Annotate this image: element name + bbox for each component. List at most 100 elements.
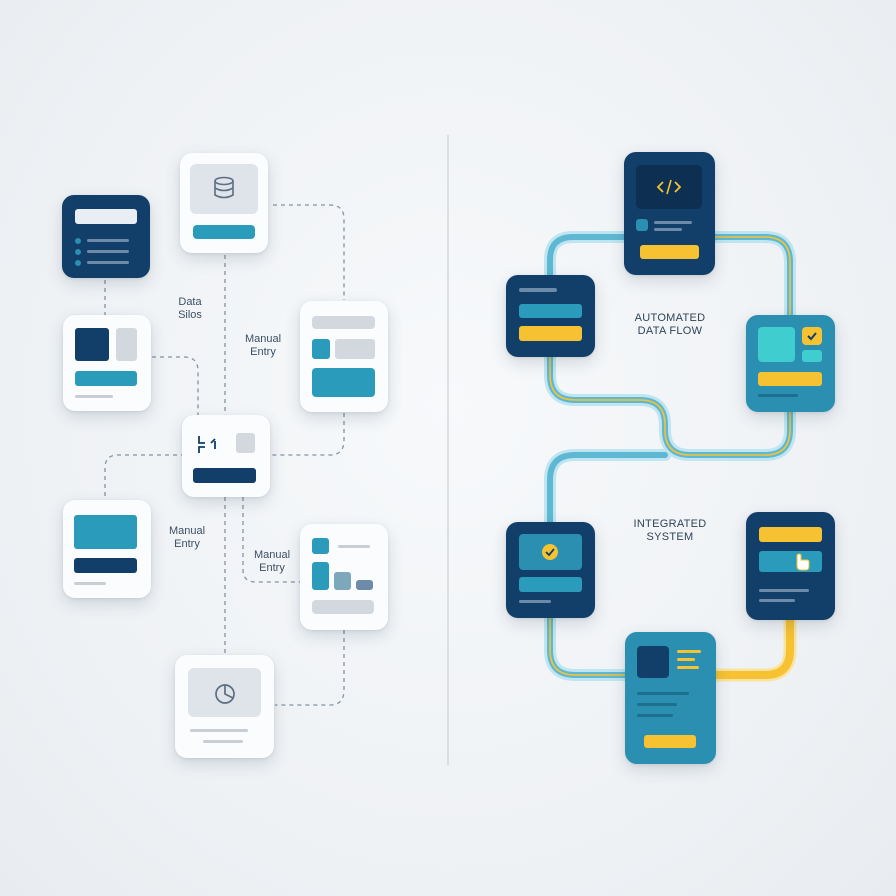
text-line (759, 589, 809, 592)
navy-bar (74, 558, 137, 573)
gray-block (335, 339, 375, 359)
pie-chart-card (175, 655, 274, 758)
gray-block (116, 328, 137, 361)
yellow-bar (759, 527, 822, 542)
text-line (758, 394, 798, 397)
action-card (746, 512, 835, 620)
teal-button (759, 551, 822, 572)
status-card (746, 315, 835, 412)
header-bar (75, 209, 137, 224)
layout-card (300, 301, 388, 412)
manual-entry-label-right: Manual Entry (254, 549, 290, 575)
hub-card (182, 415, 270, 497)
text-line (637, 714, 673, 717)
check-icon (807, 332, 817, 341)
label-line: Manual (253, 549, 291, 561)
teal-bar (519, 577, 582, 592)
yellow-button (644, 735, 696, 748)
label-line: INTEGRATED (633, 518, 707, 530)
check-badge (802, 327, 822, 345)
code-screen (636, 165, 702, 209)
gray-bar (312, 316, 375, 329)
chart-bar (334, 572, 351, 590)
yellow-line (677, 658, 695, 661)
yellow-button (640, 245, 699, 259)
gray-line (338, 545, 370, 548)
label-line: Entry (174, 538, 200, 550)
teal-square (312, 339, 330, 359)
database-icon (214, 176, 234, 199)
yellow-bar (758, 372, 822, 386)
navy-list-card (62, 195, 150, 278)
navy-square (637, 646, 669, 678)
teal-bar (193, 225, 255, 239)
text-line (654, 221, 692, 224)
yellow-line (677, 666, 699, 669)
text-line (654, 228, 682, 231)
aqua-block (758, 327, 795, 362)
code-card (624, 152, 715, 275)
check-icon (542, 544, 558, 560)
aqua-square (802, 350, 822, 362)
gray-bar (312, 600, 374, 614)
teal-square (312, 538, 329, 554)
pie-tile (188, 668, 261, 717)
yellow-line (677, 650, 701, 653)
bullet-dot (75, 260, 81, 266)
bullet-dot (75, 249, 81, 255)
label-line: Entry (250, 346, 276, 358)
gray-line (203, 740, 243, 743)
pipeline (544, 231, 797, 682)
chart-bar (356, 580, 373, 590)
gray-line (190, 729, 248, 732)
navy-bar (193, 468, 256, 483)
label-line: Manual (168, 525, 206, 537)
label-line: Data (178, 296, 202, 308)
yellow-bar (519, 326, 582, 341)
list-line (87, 239, 129, 242)
label-line: SYSTEM (646, 531, 694, 543)
pie-chart-icon (215, 684, 235, 704)
dashed-connectors (104, 204, 345, 706)
text-line (519, 288, 557, 292)
text-line (519, 600, 551, 603)
chart-bar (312, 562, 329, 590)
teal-block (312, 368, 375, 397)
hand-cursor-icon (796, 553, 810, 571)
list-line (87, 250, 129, 253)
database-card (180, 153, 268, 253)
data-silos-label: Data Silos (178, 296, 202, 322)
list-line (87, 261, 129, 264)
text-line (759, 599, 795, 602)
bullet-dot (75, 238, 81, 244)
database-tile (190, 164, 258, 214)
navy-block (75, 328, 109, 361)
label-line: Manual (244, 333, 282, 345)
teal-panel (519, 534, 582, 570)
text-line (637, 703, 677, 706)
form-card (506, 275, 595, 357)
automated-data-flow-label: AUTOMATED DATA FLOW (635, 312, 706, 338)
check-card (506, 522, 595, 618)
label-line: DATA FLOW (637, 325, 703, 337)
label-line: Silos (178, 309, 202, 321)
merge-arrows-icon (198, 436, 216, 453)
teal-block (74, 515, 137, 549)
gray-line (75, 395, 113, 398)
label-line: Entry (259, 562, 285, 574)
manual-entry-label-top: Manual Entry (245, 333, 281, 359)
profile-card (625, 632, 716, 764)
text-line (637, 692, 689, 695)
integrated-system-label: INTEGRATED SYSTEM (633, 518, 706, 544)
code-icon (656, 179, 682, 195)
manual-entry-label-left: Manual Entry (169, 525, 205, 551)
teal-bar (75, 371, 137, 386)
teal-bar (519, 304, 582, 318)
gray-line (74, 582, 106, 585)
bar-chart-card (300, 524, 388, 630)
media-card (63, 500, 151, 598)
dashboard-card (63, 315, 151, 411)
gray-square (236, 433, 255, 453)
